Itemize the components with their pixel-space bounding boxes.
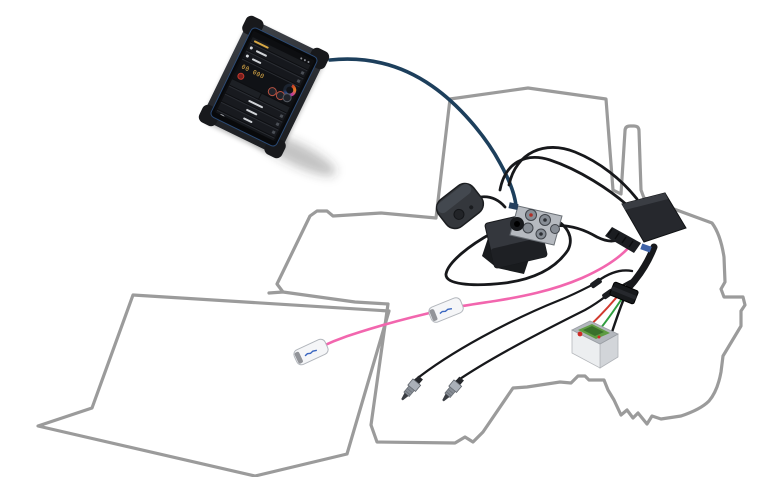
blue-terminal <box>640 243 652 253</box>
module-arc-cable-2 <box>507 146 639 201</box>
module-arc-cable-1 <box>498 156 629 207</box>
menu-icon <box>279 114 284 119</box>
harness-connector <box>605 192 687 253</box>
service-loop-cable <box>444 217 572 287</box>
inline-module-1 <box>291 336 331 368</box>
sensor-2 <box>442 376 464 402</box>
tractor-outline-notch <box>267 290 285 295</box>
menu-icon <box>275 122 280 127</box>
sensor-cable-1 <box>412 282 596 383</box>
sensor-cable-2 <box>452 294 608 385</box>
battery <box>571 320 619 369</box>
sensor-1 <box>401 375 423 401</box>
menu-label-bar <box>243 116 253 123</box>
cable-joint-1 <box>590 277 602 289</box>
row-icon <box>249 45 254 50</box>
inline-module-2 <box>426 295 466 325</box>
connector-ports <box>522 209 560 240</box>
row-icon <box>245 54 250 59</box>
tractor-outline-path <box>275 86 747 445</box>
display-cable <box>328 57 518 208</box>
receiver-pod <box>435 182 485 230</box>
connector-ribs <box>607 228 634 248</box>
module-link-cable <box>551 224 619 243</box>
wiring-ribbon <box>623 243 658 293</box>
joint-lead-1 <box>596 269 634 283</box>
ecu-module <box>482 202 563 274</box>
tractor-outline <box>267 86 747 445</box>
battery-plug <box>609 281 639 305</box>
row-action-icon[interactable] <box>296 79 301 84</box>
row-label-bar <box>251 57 262 64</box>
row-action-icon[interactable] <box>300 70 305 75</box>
battery-positive-terminal <box>577 331 583 337</box>
signal-cable <box>309 239 636 354</box>
panel-outline <box>36 293 391 477</box>
menu-icon <box>271 130 276 135</box>
